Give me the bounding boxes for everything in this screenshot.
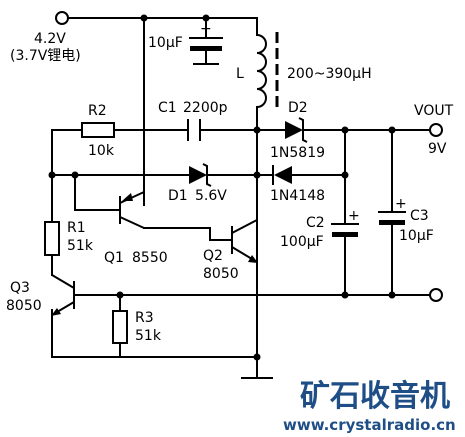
q3-name: Q3	[10, 280, 30, 296]
c2-value: 100μF	[280, 234, 324, 250]
c2-capacitor-symbol	[331, 223, 359, 237]
q1-name: Q1	[104, 250, 124, 266]
vout-voltage: 9V	[428, 141, 447, 157]
r3-resistor-symbol	[112, 310, 128, 344]
input-cap-plus: +	[200, 21, 212, 37]
input-capacitor-symbol	[189, 37, 223, 51]
c2-plus: +	[348, 208, 360, 224]
d2-name: D2	[288, 100, 308, 116]
inductor-name: L	[236, 66, 244, 82]
r1-value: 51k	[67, 238, 94, 254]
c3-name: C3	[410, 208, 429, 224]
vout-label: VOUT	[414, 103, 454, 119]
r3-name: R3	[135, 310, 154, 326]
wires	[51, 17, 431, 379]
input-voltage: 4.2V	[34, 31, 66, 47]
watermark-url: www.crystalradio.cn	[283, 416, 456, 434]
inductor-value: 200~390μH	[287, 66, 372, 82]
q3-part: 8050	[6, 298, 42, 314]
r3-value: 51k	[135, 328, 162, 344]
d1-value: 5.6V	[195, 188, 227, 204]
q3-transistor-symbol	[51, 274, 75, 316]
c2-name: C2	[306, 215, 325, 231]
q1-part: 8550	[132, 250, 168, 266]
c3-capacitor-symbol	[378, 211, 406, 225]
q2-name: Q2	[203, 248, 223, 264]
c3-plus: +	[395, 196, 407, 212]
d2-part: 1N5819	[270, 145, 325, 161]
c1-capacitor-symbol	[187, 119, 201, 141]
c1-name: C1	[158, 100, 177, 116]
c3-value: 10μF	[399, 228, 434, 244]
d3-diode-symbol	[272, 165, 292, 185]
r1-resistor-symbol	[44, 221, 60, 256]
watermark-title: 矿石收音机	[300, 379, 450, 414]
q1-transistor-symbol	[119, 190, 145, 229]
r2-name: R2	[88, 103, 107, 119]
d3-part: 1N4148	[270, 188, 325, 204]
r2-value: 10k	[88, 143, 115, 159]
inductor-symbol	[256, 32, 279, 114]
input-terminal	[55, 11, 69, 25]
d1-name: D1	[168, 188, 188, 204]
gnd-terminal	[429, 288, 443, 302]
vout-terminal	[429, 123, 443, 137]
r1-name: R1	[67, 220, 86, 236]
d1-zener-diode-symbol	[189, 163, 212, 187]
q2-part: 8050	[203, 266, 239, 282]
input-note: (3.7V锂电)	[10, 48, 81, 64]
c1-value: 2200p	[183, 100, 228, 116]
junction-dots	[48, 14, 396, 361]
q2-transistor-symbol	[231, 215, 258, 263]
r2-resistor-symbol	[81, 122, 115, 138]
d2-schottky-diode-symbol	[285, 117, 308, 143]
input-cap-value: 10μF	[148, 35, 183, 51]
